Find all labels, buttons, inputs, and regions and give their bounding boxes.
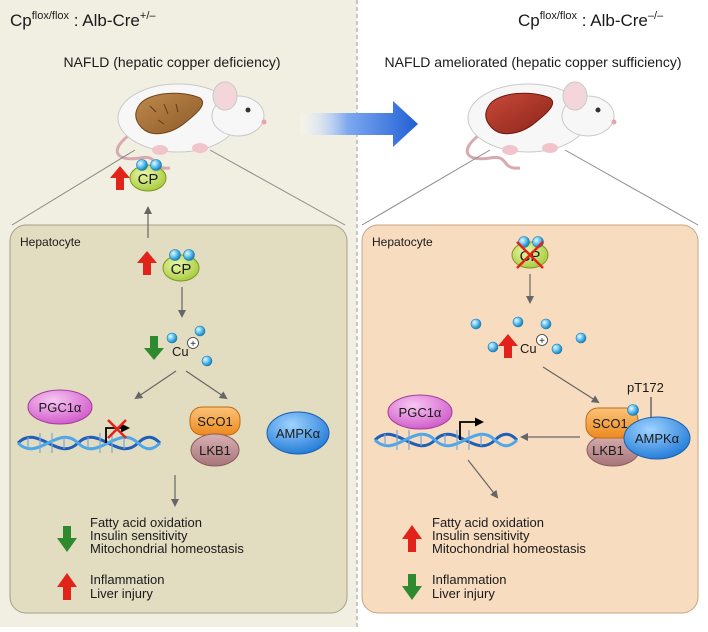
svg-text:AMPKα: AMPKα xyxy=(276,426,321,441)
svg-text:Cu: Cu xyxy=(520,341,537,356)
left-dna-helix xyxy=(16,419,162,453)
left-condition-label: NAFLD (hepatic copper deficiency) xyxy=(63,54,280,70)
svg-text:LKB1: LKB1 xyxy=(199,443,231,458)
right-metabolic-up-arrow xyxy=(402,525,422,552)
svg-text:CP: CP xyxy=(171,261,192,278)
left-outcome-inflammation: Inflammation xyxy=(90,572,164,587)
svg-text:PGC1α: PGC1α xyxy=(39,400,82,415)
left-pgc1a: PGC1α xyxy=(27,389,93,425)
right-sco1: SCO1 xyxy=(585,404,639,439)
left-outcome-fao: Fatty acid oxidation xyxy=(90,515,202,530)
right-injury-down-arrow xyxy=(402,574,422,600)
transition-arrow xyxy=(300,101,418,147)
right-outcome-insulin: Insulin sensitivity xyxy=(432,528,530,543)
right-copper-pool: Cu + xyxy=(470,316,587,358)
svg-text:PGC1α: PGC1α xyxy=(399,405,442,420)
right-outcome-inflammation: Inflammation xyxy=(432,572,506,587)
right-cp-knockout: CP xyxy=(511,236,549,269)
right-phospho-label: pT172 xyxy=(627,380,664,395)
left-lkb1: LKB1 xyxy=(190,433,240,467)
right-liver-icon xyxy=(485,92,554,135)
left-liver-icon xyxy=(135,92,204,135)
right-hepatocyte-cell xyxy=(361,224,699,614)
svg-text:CP: CP xyxy=(138,171,159,188)
left-sco1: SCO1 xyxy=(189,406,241,436)
left-transcription-arrow xyxy=(105,423,130,443)
left-outcome-liver-injury: Liver injury xyxy=(90,586,153,601)
right-outcome-liver-injury: Liver injury xyxy=(432,586,495,601)
left-inhibition-cross xyxy=(107,419,127,439)
left-genotype-label: Cpflox/flox : Alb-Cre+/– xyxy=(10,10,156,30)
right-mouse-illustration xyxy=(465,81,617,170)
right-ampka: AMPKα xyxy=(623,416,691,460)
left-serum-cp-up-arrow xyxy=(110,166,130,190)
left-serum-cp: CP xyxy=(110,159,167,192)
right-cp-knockout-cross xyxy=(516,241,544,269)
svg-text:LKB1: LKB1 xyxy=(592,443,624,458)
left-panel: Cpflox/flox : Alb-Cre+/– NAFLD (hepatic … xyxy=(9,10,348,614)
svg-text:Cu: Cu xyxy=(172,344,189,359)
right-panel: Cpflox/flox : Alb-Cre–/– NAFLD ameliorat… xyxy=(361,10,699,614)
right-pgc1a: PGC1α xyxy=(387,394,453,430)
right-dna-helix xyxy=(373,417,519,450)
svg-text:+: + xyxy=(539,336,545,347)
left-cp-up-arrow xyxy=(137,251,157,275)
left-injury-up-arrow xyxy=(57,573,77,600)
left-outcome-mito: Mitochondrial homeostasis xyxy=(90,541,244,556)
left-mouse-illustration xyxy=(115,81,267,170)
right-outcome-fao: Fatty acid oxidation xyxy=(432,515,544,530)
left-copper-pool: Cu + xyxy=(144,325,213,367)
left-hepatocyte-cell xyxy=(9,224,348,614)
right-hepatocyte-label: Hepatocyte xyxy=(372,235,433,249)
left-outcome-insulin: Insulin sensitivity xyxy=(90,528,188,543)
right-outcome-mito: Mitochondrial homeostasis xyxy=(432,541,586,556)
left-ampka: AMPKα xyxy=(266,411,330,455)
svg-text:AMPKα: AMPKα xyxy=(635,431,680,446)
svg-text:+: + xyxy=(190,339,196,350)
svg-text:SCO1: SCO1 xyxy=(197,414,232,429)
left-cp-complex: CP xyxy=(137,249,200,282)
right-transcription-arrow xyxy=(459,417,484,440)
svg-text:SCO1: SCO1 xyxy=(592,416,627,431)
right-cu-up-arrow xyxy=(498,334,518,358)
left-cu-down-arrow xyxy=(144,336,164,360)
right-genotype-label: Cpflox/flox : Alb-Cre–/– xyxy=(518,10,664,30)
left-metabolic-down-arrow xyxy=(57,526,77,552)
left-hepatocyte-label: Hepatocyte xyxy=(20,235,81,249)
right-condition-label: NAFLD ameliorated (hepatic copper suffic… xyxy=(385,54,682,70)
